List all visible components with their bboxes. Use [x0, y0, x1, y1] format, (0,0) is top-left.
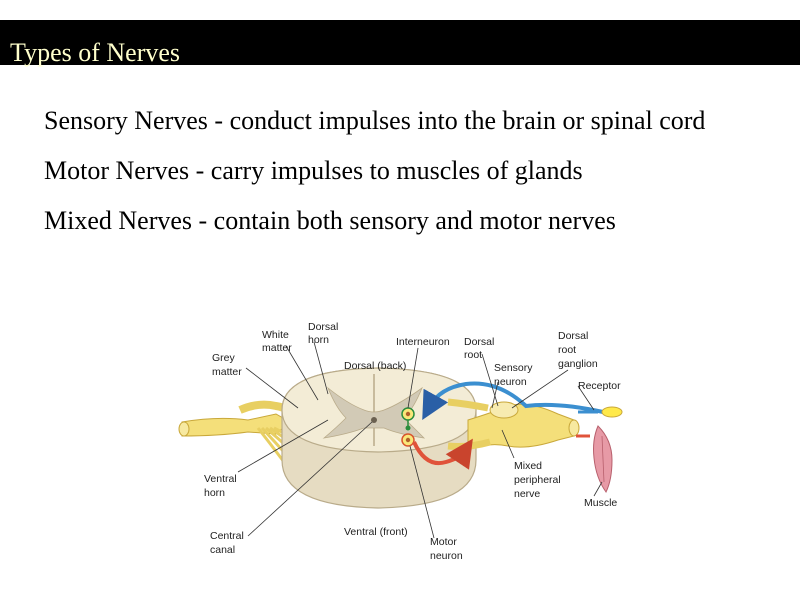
slide-title: Types of Nerves	[10, 38, 181, 67]
label-ganglion-1: Dorsal	[558, 330, 588, 342]
label-motor-neuron-1: Motor	[430, 536, 457, 548]
bullet-sensory-nerves: Sensory Nerves - conduct impulses into t…	[44, 106, 706, 135]
muscle	[576, 425, 613, 493]
label-grey-matter-1: Grey	[212, 352, 236, 364]
label-ganglion-2: root	[558, 344, 576, 356]
grey-matter	[322, 386, 426, 439]
label-white-matter-1: White	[262, 329, 289, 341]
label-central-canal-2: canal	[210, 544, 235, 556]
label-white-matter-2: matter	[262, 342, 292, 354]
dorsal-root-ganglion	[489, 401, 519, 419]
label-muscle: Muscle	[584, 497, 617, 509]
leader-lines	[237, 341, 603, 539]
label-dorsal-back: Dorsal (back)	[344, 360, 406, 372]
label-sensory-neuron-1: Sensory	[494, 362, 533, 374]
label-mixed-nerve-2: peripheral	[514, 474, 561, 486]
label-mixed-nerve-3: nerve	[514, 488, 540, 500]
title-bar	[0, 20, 800, 65]
label-grey-matter-2: matter	[212, 366, 242, 378]
label-dorsal-root-2: root	[464, 349, 482, 361]
bullet-mixed-nerves: Mixed Nerves - contain both sensory and …	[44, 206, 616, 235]
central-canal	[371, 417, 377, 423]
label-dorsal-root-1: Dorsal	[464, 336, 494, 348]
label-ventral-horn-2: horn	[204, 487, 225, 499]
label-mixed-nerve-1: Mixed	[514, 460, 542, 472]
label-motor-neuron-2: neuron	[430, 550, 463, 562]
sensory-pathway	[422, 381, 604, 420]
label-ventral-horn-1: Ventral	[204, 473, 237, 485]
label-dorsal-horn-1: Dorsal	[308, 321, 338, 333]
label-dorsal-horn-2: horn	[308, 334, 329, 346]
right-spinal-nerve	[447, 398, 580, 451]
bullet-list: Sensory Nerves - conduct impulses into t…	[44, 102, 784, 252]
label-interneuron: Interneuron	[396, 336, 450, 348]
label-central-canal-1: Central	[210, 530, 244, 542]
motor-pathway	[412, 438, 473, 470]
label-receptor: Receptor	[578, 380, 621, 392]
label-ganglion-3: ganglion	[558, 358, 598, 370]
label-ventral-front: Ventral (front)	[344, 526, 408, 538]
bullet-motor-nerves: Motor Nerves - carry impulses to muscles…	[44, 156, 583, 185]
spinal-cord-diagram: White matter Dorsal horn Grey matter Dor…	[178, 321, 623, 562]
white-matter	[281, 367, 477, 453]
label-sensory-neuron-2: neuron	[494, 376, 527, 388]
receptor	[578, 406, 623, 418]
